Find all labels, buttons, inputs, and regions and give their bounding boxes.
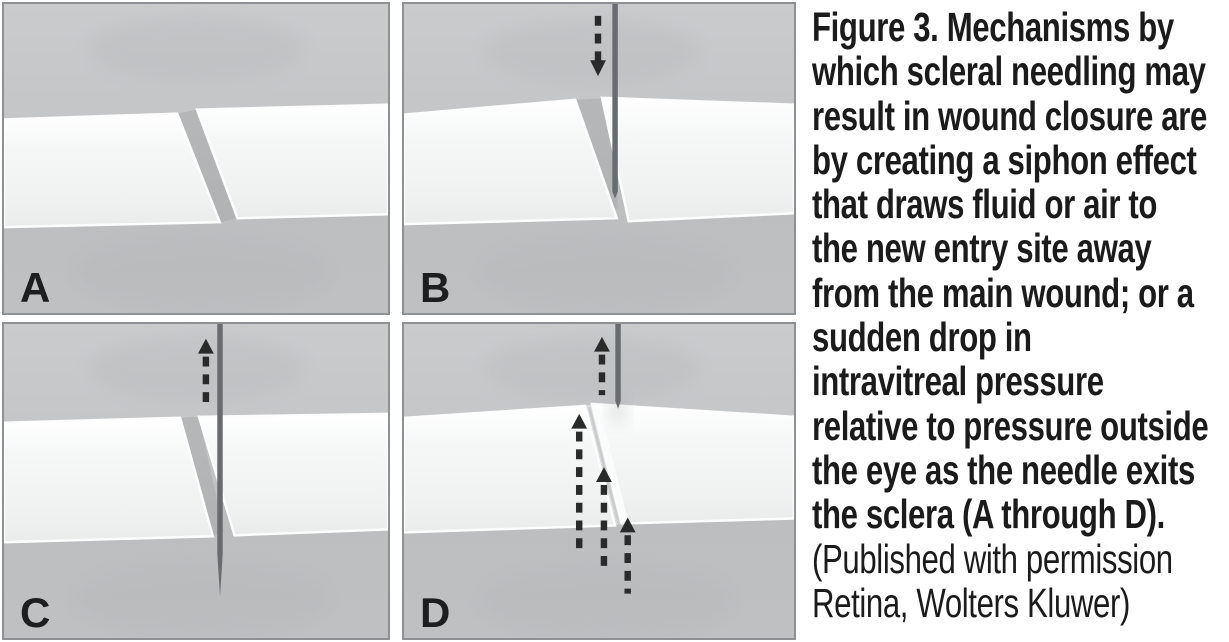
shading bbox=[88, 14, 306, 82]
panel-c: C bbox=[2, 322, 390, 640]
dashed-up-arrow-icon bbox=[619, 517, 636, 594]
caption-credit-line: Retina, Wolters Kluwer) bbox=[812, 579, 1130, 626]
shading bbox=[478, 562, 736, 638]
panel-b: B bbox=[402, 2, 796, 315]
seam-highlight bbox=[592, 406, 629, 523]
caption-line: which scleral needling may bbox=[812, 48, 1206, 95]
sclera-right-flap bbox=[195, 103, 388, 220]
panel-d-illustration bbox=[404, 324, 794, 638]
dashed-up-arrow-icon bbox=[596, 467, 612, 574]
wound-gap-shadow bbox=[177, 109, 238, 223]
panel-c-label: C bbox=[20, 589, 51, 636]
caption-line: sudden drop in bbox=[812, 314, 1032, 361]
needle bbox=[217, 324, 223, 597]
panel-a: A bbox=[2, 2, 390, 315]
caption-line: the eye as the needle exits bbox=[812, 446, 1195, 493]
sclera-left-flap bbox=[404, 98, 619, 226]
dashed-up-arrow-icon bbox=[197, 338, 214, 403]
dashed-up-arrow-icon bbox=[571, 413, 588, 550]
sclera-right-flap bbox=[600, 96, 794, 223]
shading bbox=[73, 235, 331, 311]
needle-stub bbox=[615, 324, 621, 409]
seam-line bbox=[587, 406, 620, 525]
panel-a-illustration bbox=[4, 4, 388, 313]
caption-line: the new entry site away bbox=[812, 225, 1152, 272]
dashed-up-arrow-icon bbox=[594, 336, 610, 396]
sclera-left-flap bbox=[404, 404, 617, 534]
caption-line: the sclera (A through D). bbox=[812, 491, 1165, 538]
shading bbox=[483, 17, 701, 85]
panel-c-illustration bbox=[4, 324, 388, 638]
shading bbox=[483, 334, 701, 403]
sclera-left-flap bbox=[4, 416, 215, 544]
needle bbox=[612, 4, 618, 199]
panel-d-label: D bbox=[420, 589, 451, 636]
shading bbox=[478, 235, 736, 311]
caption-line: that draws fluid or air to bbox=[812, 181, 1158, 228]
caption-line: intravitreal pressure bbox=[812, 358, 1104, 405]
panel-b-illustration bbox=[404, 4, 794, 313]
caption-line: relative to pressure outside bbox=[812, 402, 1209, 449]
caption-line: Figure 3. Mechanisms by bbox=[812, 4, 1174, 50]
panel-d: D bbox=[402, 322, 796, 640]
dashed-down-arrow-icon bbox=[590, 15, 606, 77]
caption-line: from the main wound; or a bbox=[812, 269, 1194, 316]
figure-caption-text: Figure 3. Mechanisms by which scleral ne… bbox=[812, 5, 1229, 625]
caption-line: result in wound closure are bbox=[812, 92, 1207, 139]
caption-line: by creating a siphon effect bbox=[812, 136, 1197, 183]
shading bbox=[88, 334, 306, 403]
wound-gap-shadow bbox=[180, 416, 224, 537]
sclera-left-flap bbox=[4, 112, 222, 229]
panel-a-label: A bbox=[20, 264, 51, 311]
figure-caption: Figure 3. Mechanisms by which scleral ne… bbox=[812, 5, 1229, 625]
caption-credit-line: (Published with permission bbox=[812, 535, 1173, 582]
needle-shadow bbox=[610, 400, 625, 422]
panel-b-label: B bbox=[420, 264, 451, 311]
shading bbox=[73, 560, 331, 637]
